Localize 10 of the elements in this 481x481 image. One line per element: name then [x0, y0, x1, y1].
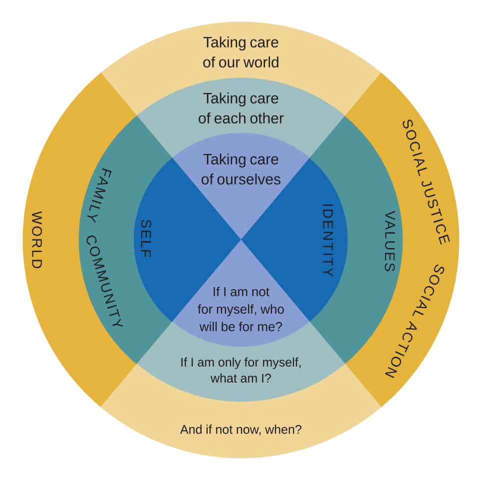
quote-text: If I am not for myself, who will be for me? — [198, 286, 284, 332]
heading: Taking care of ourselves — [202, 153, 280, 184]
heading: Taking care of our world — [203, 36, 278, 68]
category-label: WORLD — [32, 211, 42, 268]
category-label: IDENTITY — [323, 204, 333, 276]
heading: Taking care of each other — [198, 92, 284, 124]
quote-text: And if not now, when? — [180, 424, 302, 436]
quote-text: If I am only for myself, what am I? — [181, 357, 301, 383]
category-label: SELF — [140, 220, 152, 258]
category-label: VALUES — [384, 210, 396, 272]
